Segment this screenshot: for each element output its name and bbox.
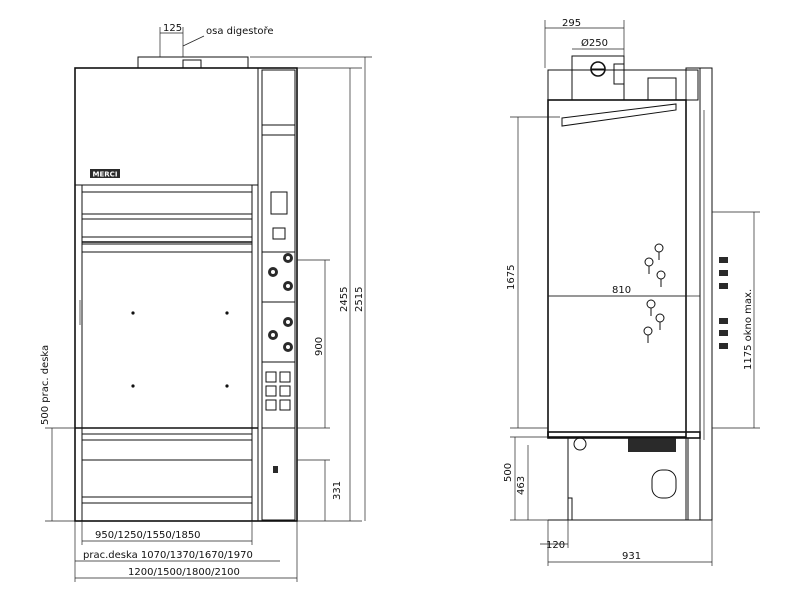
side-taps	[719, 257, 728, 349]
side-view: 295 Ø250 810 1675 500 463 1175 okno max.…	[503, 18, 760, 566]
control-switch	[272, 227, 286, 240]
label-work-top-height: 500 prac. deska	[40, 345, 51, 425]
dim-duct-diameter: Ø250	[581, 37, 608, 49]
dim-inner-depth: 810	[612, 285, 631, 296]
dim-base-463: 463	[516, 476, 527, 495]
dim-depth-top: 295	[562, 18, 581, 29]
dim-inner-width: 950/1250/1550/1850	[95, 530, 201, 541]
dim-top-offset: 125	[163, 23, 182, 34]
label-window-max: 1175 okno max.	[743, 289, 754, 370]
brand-label: MERCI	[93, 171, 118, 179]
front-view: MERCI	[40, 23, 372, 582]
dim-opening: 900	[314, 337, 325, 356]
dim-base-height: 331	[332, 481, 343, 500]
label-work-top-front: prac.deska 1070/1370/1670/1970	[83, 550, 253, 561]
electric-sockets	[265, 371, 291, 411]
dim-outer-width: 1200/1500/1800/2100	[128, 567, 240, 578]
control-display	[270, 191, 288, 215]
label-fume-axis: osa digestoře	[206, 25, 274, 37]
side-valves	[643, 243, 666, 343]
dim-base-500: 500	[503, 463, 514, 482]
media-valves	[268, 253, 293, 352]
dim-plinth: 120	[546, 540, 565, 551]
dim-height-body: 2455	[339, 287, 350, 312]
dim-total-depth: 931	[622, 551, 641, 562]
dim-height-1675: 1675	[506, 265, 517, 290]
dim-height-total: 2515	[354, 287, 365, 312]
brand-plate	[90, 169, 120, 178]
